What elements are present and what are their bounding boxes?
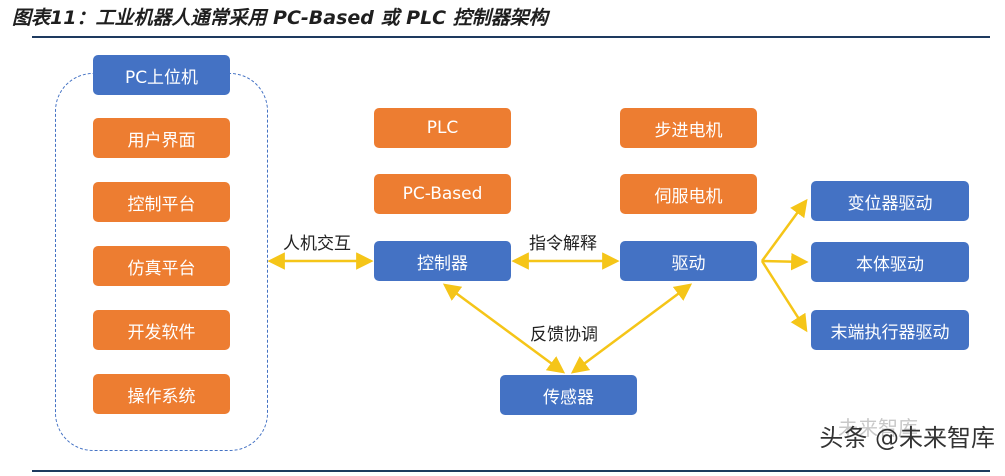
drive-box: 驱动 xyxy=(620,241,757,281)
pc-host-label: PC上位机 xyxy=(124,67,199,88)
top-rule xyxy=(32,36,990,38)
positioner-drive-label: 变位器驱动 xyxy=(847,193,933,214)
simulation-platform-label: 仿真平台 xyxy=(127,258,196,279)
stepper-motor-box: 步进电机 xyxy=(620,108,757,148)
controller-sensor-arrow xyxy=(442,283,566,374)
control-platform-box: 控制平台 xyxy=(93,182,230,222)
drive-label: 驱动 xyxy=(671,253,706,274)
end-effector-drive-label: 末端执行器驱动 xyxy=(830,322,950,343)
watermark: 头条 @未来智库 xyxy=(819,424,995,452)
instruction-parsing-label: 指令解释 xyxy=(529,234,597,254)
servo-motor-box: 伺服电机 xyxy=(620,174,757,214)
bottom-rule xyxy=(32,470,990,472)
watermark-faint: 未来智库 xyxy=(838,416,918,440)
sensor-box: 传感器 xyxy=(500,375,637,415)
drive-end-effector-arrow xyxy=(760,260,808,333)
drive-positioner-arrow xyxy=(760,198,808,262)
user-interface-label: 用户界面 xyxy=(127,130,196,151)
servo-motor-label: 伺服电机 xyxy=(654,186,723,207)
dev-software-box: 开发软件 xyxy=(93,310,230,350)
end-effector-drive-box: 末端执行器驱动 xyxy=(811,310,969,350)
controller-label: 控制器 xyxy=(417,253,468,274)
sensor-label: 传感器 xyxy=(543,387,594,408)
feedback-coordination-label: 反馈协调 xyxy=(530,325,598,345)
drive-sensor-arrow xyxy=(570,283,693,374)
dev-software-label: 开发软件 xyxy=(127,322,196,343)
controller-box: 控制器 xyxy=(374,241,511,281)
user-interface-box: 用户界面 xyxy=(93,118,230,158)
control-platform-label: 控制平台 xyxy=(127,194,196,215)
operating-system-box: 操作系统 xyxy=(93,374,230,414)
figure-title: 图表11：工业机器人通常采用 PC-Based 或 PLC 控制器架构 xyxy=(12,7,548,29)
drive-body-arrow xyxy=(761,252,809,271)
simulation-platform-box: 仿真平台 xyxy=(93,246,230,286)
pc-based-label: PC-Based xyxy=(402,184,483,204)
hmi-label: 人机交互 xyxy=(283,234,351,254)
body-drive-box: 本体驱动 xyxy=(811,242,969,282)
stepper-motor-label: 步进电机 xyxy=(654,120,723,141)
body-drive-label: 本体驱动 xyxy=(856,254,924,275)
pc-based-box: PC-Based xyxy=(374,174,511,214)
plc-label: PLC xyxy=(426,118,459,138)
operating-system-label: 操作系统 xyxy=(127,386,196,407)
plc-box: PLC xyxy=(374,108,511,148)
pc-host-box: PC上位机 xyxy=(93,55,230,95)
positioner-drive-box: 变位器驱动 xyxy=(811,181,969,221)
